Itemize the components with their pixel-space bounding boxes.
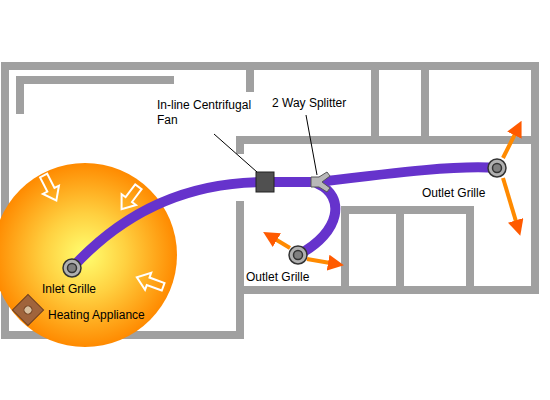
inlet-label: Inlet Grille: [42, 282, 132, 297]
appliance-label: Heating Appliance: [48, 308, 178, 323]
heating-appliance-symbol: [12, 294, 43, 325]
outlet-label: Outlet Grille: [422, 186, 512, 201]
fan-symbol: [256, 172, 274, 192]
fan-label: In-line Centrifugal Fan: [157, 98, 253, 128]
duct: [72, 167, 497, 268]
leader-lines: [214, 115, 317, 175]
outlet-label: Outlet Grille: [246, 270, 336, 285]
splitter-label: 2 Way Splitter: [272, 96, 382, 111]
grilles: [63, 159, 506, 277]
inflow-arrows: [36, 171, 167, 295]
splitter-symbol: [311, 172, 330, 192]
outflow-arrows: [270, 128, 518, 264]
